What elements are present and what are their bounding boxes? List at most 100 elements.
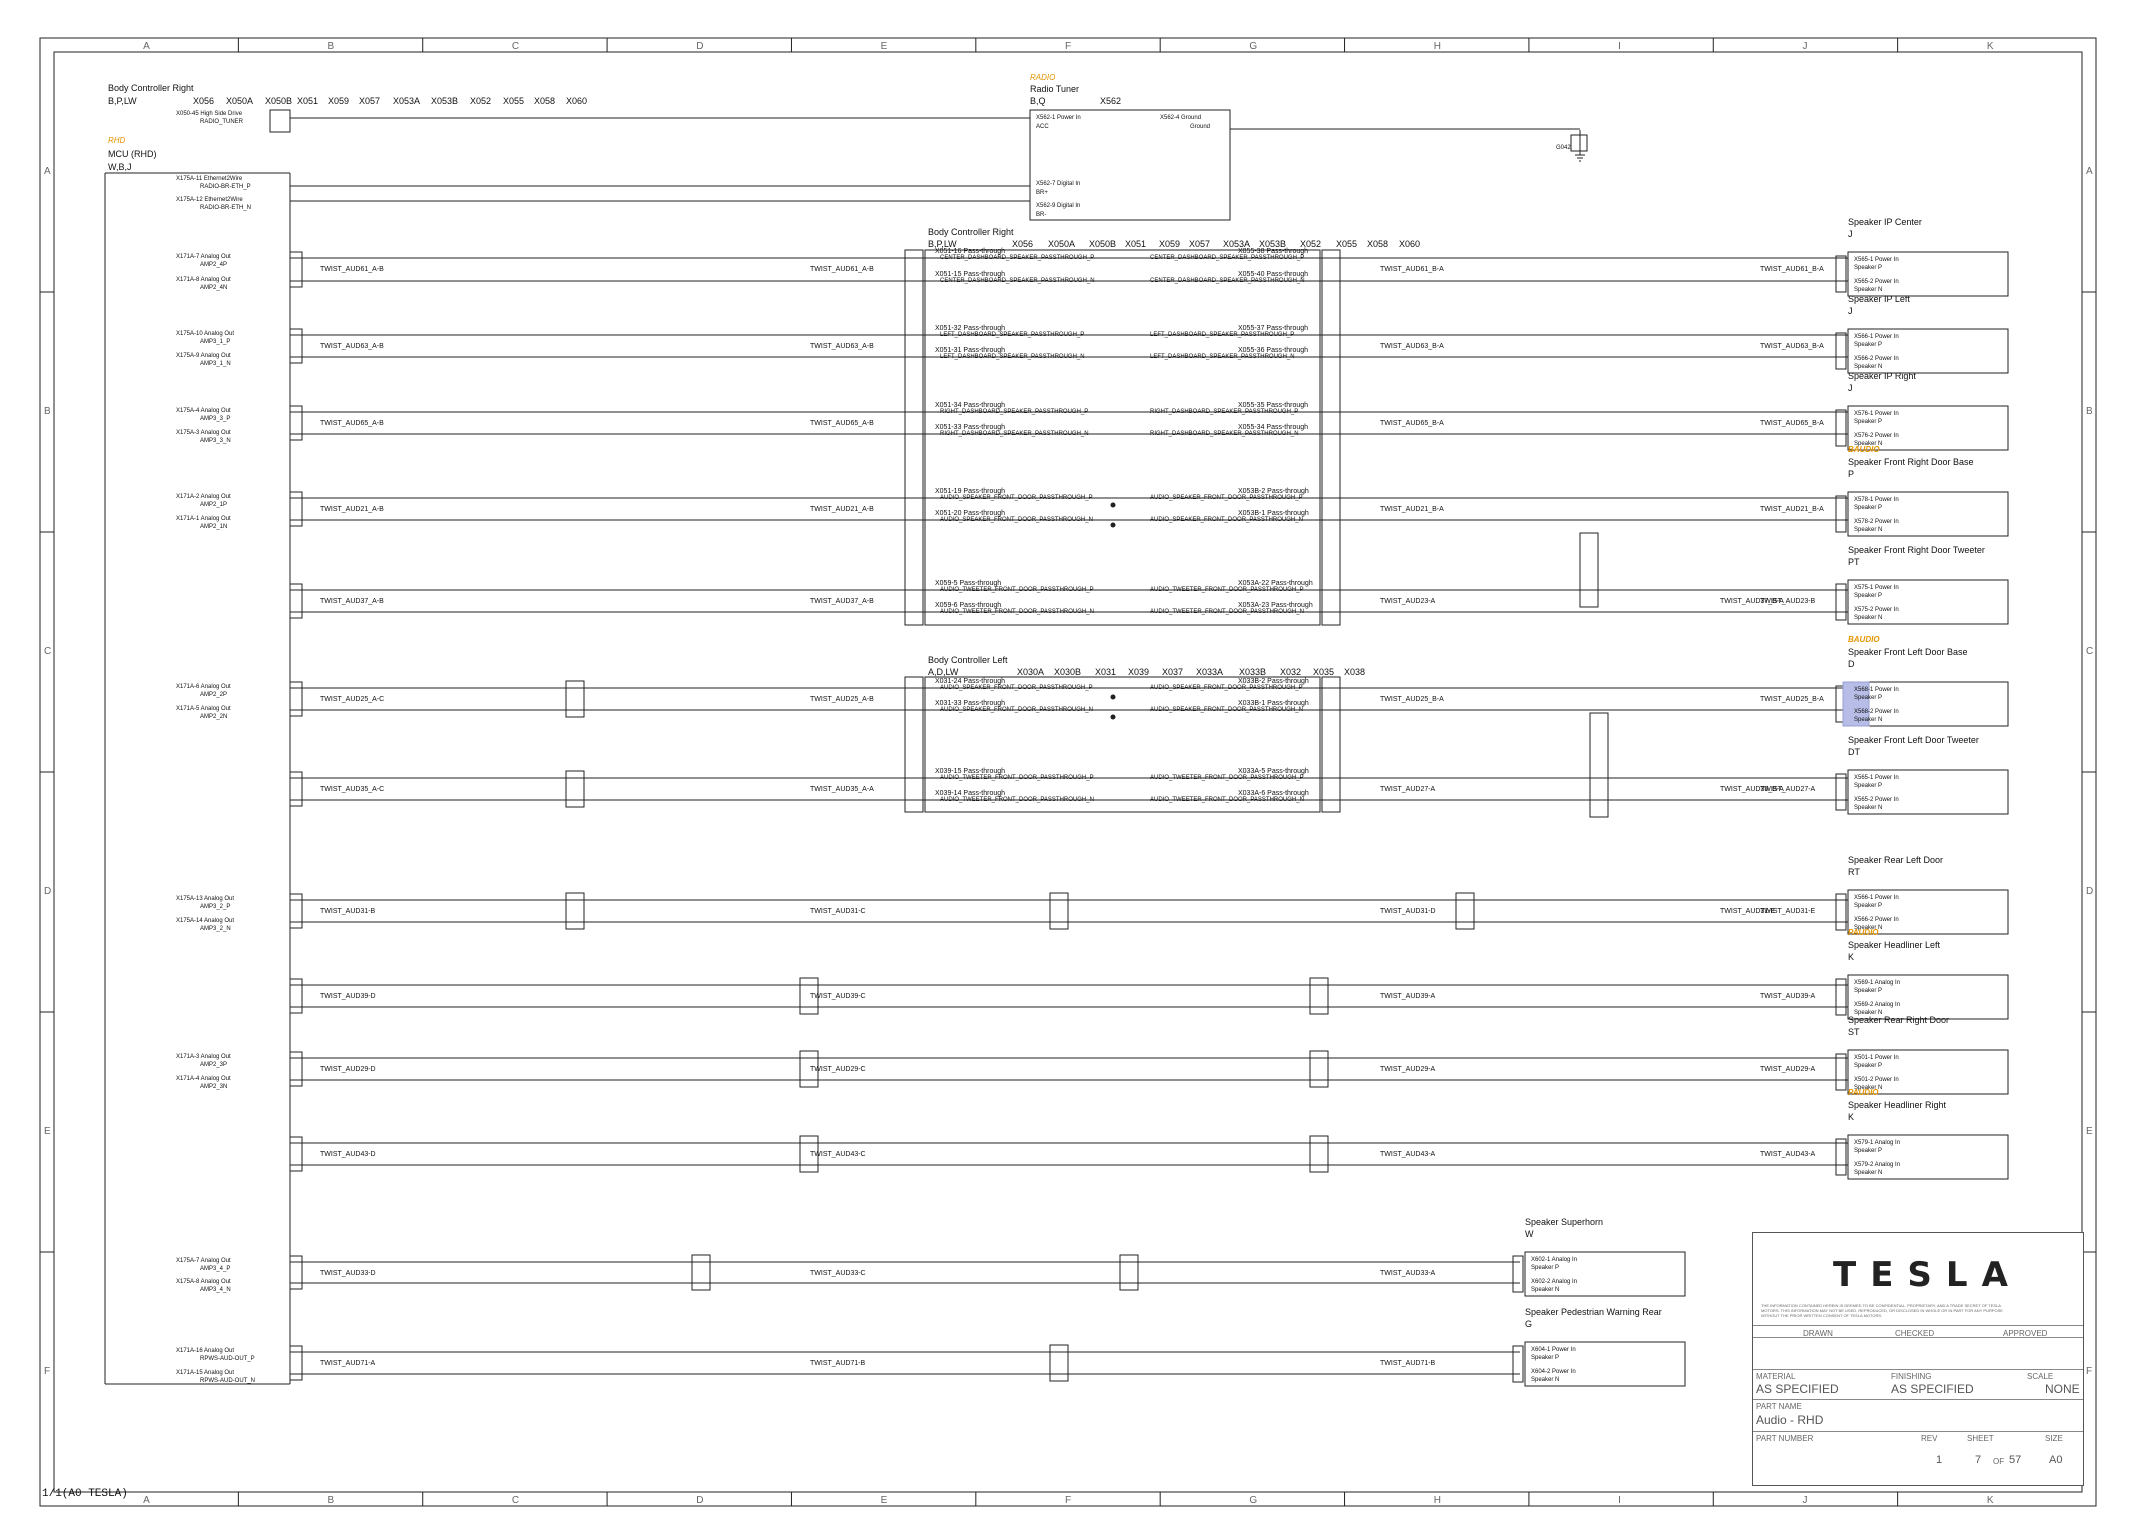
twist-label: TWIST_AUD33-D xyxy=(320,1270,376,1277)
speaker-pin: X576-1 Power In xyxy=(1854,411,1899,417)
passthrough-pin: X051-15 Pass-through xyxy=(935,271,1006,278)
passthrough-pin: X051-33 Pass-through xyxy=(935,424,1006,431)
passthrough-signal: AUDIO_SPEAKER_FRONT_DOOR_PASSTHROUGH_P xyxy=(940,495,1093,501)
twist-label: TWIST_AUD31-E xyxy=(1760,908,1816,915)
twist-label: TWIST_AUD39-A xyxy=(1760,993,1816,1000)
junction-dot xyxy=(1110,714,1116,720)
mcu-side-connector xyxy=(289,583,303,619)
speaker-pin: X569-2 Analog In xyxy=(1854,1002,1901,1008)
speaker-pin-func: Speaker N xyxy=(1854,1010,1883,1016)
speaker-connector xyxy=(1835,773,1847,811)
mcu-side-connector xyxy=(289,1136,303,1172)
mcu-pin-label: X171A-1 Analog Out xyxy=(176,516,231,522)
inline-connector xyxy=(1049,892,1069,930)
twist-label: TWIST_AUD27-A xyxy=(1380,786,1436,793)
speaker-title: Speaker Front Left Door Base xyxy=(1848,647,1968,657)
bcr-header-connector: X055 xyxy=(503,96,525,106)
passthrough-pin-out: X055-38 Pass-through xyxy=(1238,248,1309,255)
mcu-pin-label: X175A-3 Analog Out xyxy=(176,430,231,436)
bcr-header-connector: X056 xyxy=(193,96,215,106)
twist-label: TWIST_AUD39-A xyxy=(1380,993,1436,1000)
passthrough-pin-out: X055-34 Pass-through xyxy=(1238,424,1309,431)
bcr-header-connector: X053A xyxy=(393,96,421,106)
mcu-signal-label: AMP3_3_N xyxy=(200,438,231,444)
twist-label: TWIST_AUD35_B-A xyxy=(1720,786,1784,793)
size-label: SIZE xyxy=(2045,1434,2063,1443)
speaker-variant: PT xyxy=(1848,557,1860,567)
mcu-pin-label: X171A-8 Analog Out xyxy=(176,277,231,283)
speaker-title: Speaker Front Right Door Tweeter xyxy=(1848,545,1985,555)
bcr-block-connector: X058 xyxy=(1367,239,1389,249)
speaker-pin-func: Speaker P xyxy=(1531,1265,1560,1271)
bcr-block-variants: B,P,LW xyxy=(928,239,957,249)
bcr-header-connector: X053B xyxy=(431,96,459,106)
twist-label: TWIST_AUD65_A-B xyxy=(810,420,874,427)
twist-label: TWIST_AUD71-B xyxy=(1380,1360,1436,1367)
speaker-pin-func: Speaker N xyxy=(1531,1377,1560,1383)
speaker-variant: ST xyxy=(1848,1027,1860,1037)
mcu-signal-label: AMP3_1_N xyxy=(200,361,231,367)
speaker-pin: X501-1 Power In xyxy=(1854,1055,1899,1061)
mcu-signal-label: AMP3_2_N xyxy=(200,926,231,932)
speaker-title: Speaker Superhorn xyxy=(1525,1217,1604,1227)
bcl-block-connector: X030A xyxy=(1017,667,1045,677)
inline-connector xyxy=(1309,977,1329,1015)
passthrough-pin: X051-20 Pass-through xyxy=(935,510,1006,517)
radio-pin-func: BR+ xyxy=(1036,190,1048,196)
bcr-header-connector: X050A xyxy=(226,96,254,106)
twist-label: TWIST_AUD61_A-B xyxy=(810,266,874,273)
grid-row-label-right: A xyxy=(2086,166,2093,177)
bcr-block-connector: X052 xyxy=(1300,239,1322,249)
grid-col-label-top: D xyxy=(696,41,704,52)
twist-label: TWIST_AUD29-A xyxy=(1760,1066,1816,1073)
bcr-block-title: Body Controller Right xyxy=(928,227,1014,237)
part-number-label: PART NUMBER xyxy=(1756,1434,1814,1443)
scale-label: SCALE xyxy=(2027,1372,2054,1381)
part-name-value: Audio - RHD xyxy=(1756,1413,1824,1427)
speaker-title: Speaker IP Left xyxy=(1848,294,1910,304)
inline-connector xyxy=(565,770,585,808)
inline-connector xyxy=(1579,532,1599,608)
bcl-block-box xyxy=(924,676,1321,813)
junction-dot xyxy=(1110,522,1116,528)
speaker-variant: K xyxy=(1848,952,1855,962)
twist-label: TWIST_AUD27-A xyxy=(1760,786,1816,793)
grid-col-label-bottom: C xyxy=(511,1495,520,1506)
speaker-box-12 xyxy=(1524,1251,1686,1297)
speaker-title: Speaker Headliner Right xyxy=(1848,1100,1947,1110)
passthrough-pin: X039-14 Pass-through xyxy=(935,790,1006,797)
passthrough-pin: X031-24 Pass-through xyxy=(935,678,1006,685)
twist-label: TWIST_AUD33-C xyxy=(810,1270,866,1277)
twist-label: TWIST_AUD65_A-B xyxy=(320,420,384,427)
passthrough-pin: X051-19 Pass-through xyxy=(935,488,1006,495)
speaker-connector xyxy=(1835,255,1847,293)
bcr-block-connector: X059 xyxy=(1159,239,1181,249)
passthrough-signal-out: AUDIO_TWEETER_FRONT_DOOR_PASSTHROUGH_N xyxy=(1150,797,1304,803)
passthrough-pin: X059-6 Pass-through xyxy=(935,602,1002,609)
speaker-connector xyxy=(1835,978,1847,1016)
grid-col-label-bottom: I xyxy=(1618,1495,1621,1506)
speaker-pin: X565-2 Power In xyxy=(1854,279,1899,285)
mcu-side-connector xyxy=(289,251,303,288)
grid-row-label-left: A xyxy=(44,166,51,177)
speaker-pin-func: Speaker P xyxy=(1854,903,1883,909)
sheet-footer-label: 1/1(A0 TESLA) xyxy=(42,1488,128,1500)
grid-col-label-top: F xyxy=(1065,41,1072,52)
speaker-pin-func: Speaker P xyxy=(1531,1355,1560,1361)
passthrough-signal: AUDIO_SPEAKER_FRONT_DOOR_PASSTHROUGH_N xyxy=(940,517,1093,523)
bcr-header-connector: X060 xyxy=(566,96,588,106)
twist-label: TWIST_AUD29-D xyxy=(320,1066,376,1073)
speaker-pin-func: Speaker N xyxy=(1854,1085,1883,1091)
mcu-pin-label: X175A-9 Analog Out xyxy=(176,353,231,359)
grid-row-label-right: D xyxy=(2086,886,2094,897)
radio-tuner-box xyxy=(1029,109,1231,221)
speaker-pin: X501-2 Power In xyxy=(1854,1077,1899,1083)
mcu-signal-label: AMP2_3P xyxy=(200,1062,228,1068)
speaker-connector xyxy=(1512,1345,1524,1383)
mcu-side-connector xyxy=(289,1051,303,1087)
bcr-header-connector: X057 xyxy=(359,96,381,106)
mcu-title: MCU (RHD) xyxy=(108,149,157,159)
inline-connector xyxy=(1119,1254,1139,1291)
speaker-pin-func: Speaker P xyxy=(1854,783,1883,789)
speaker-pin-func: Speaker P xyxy=(1854,1148,1883,1154)
